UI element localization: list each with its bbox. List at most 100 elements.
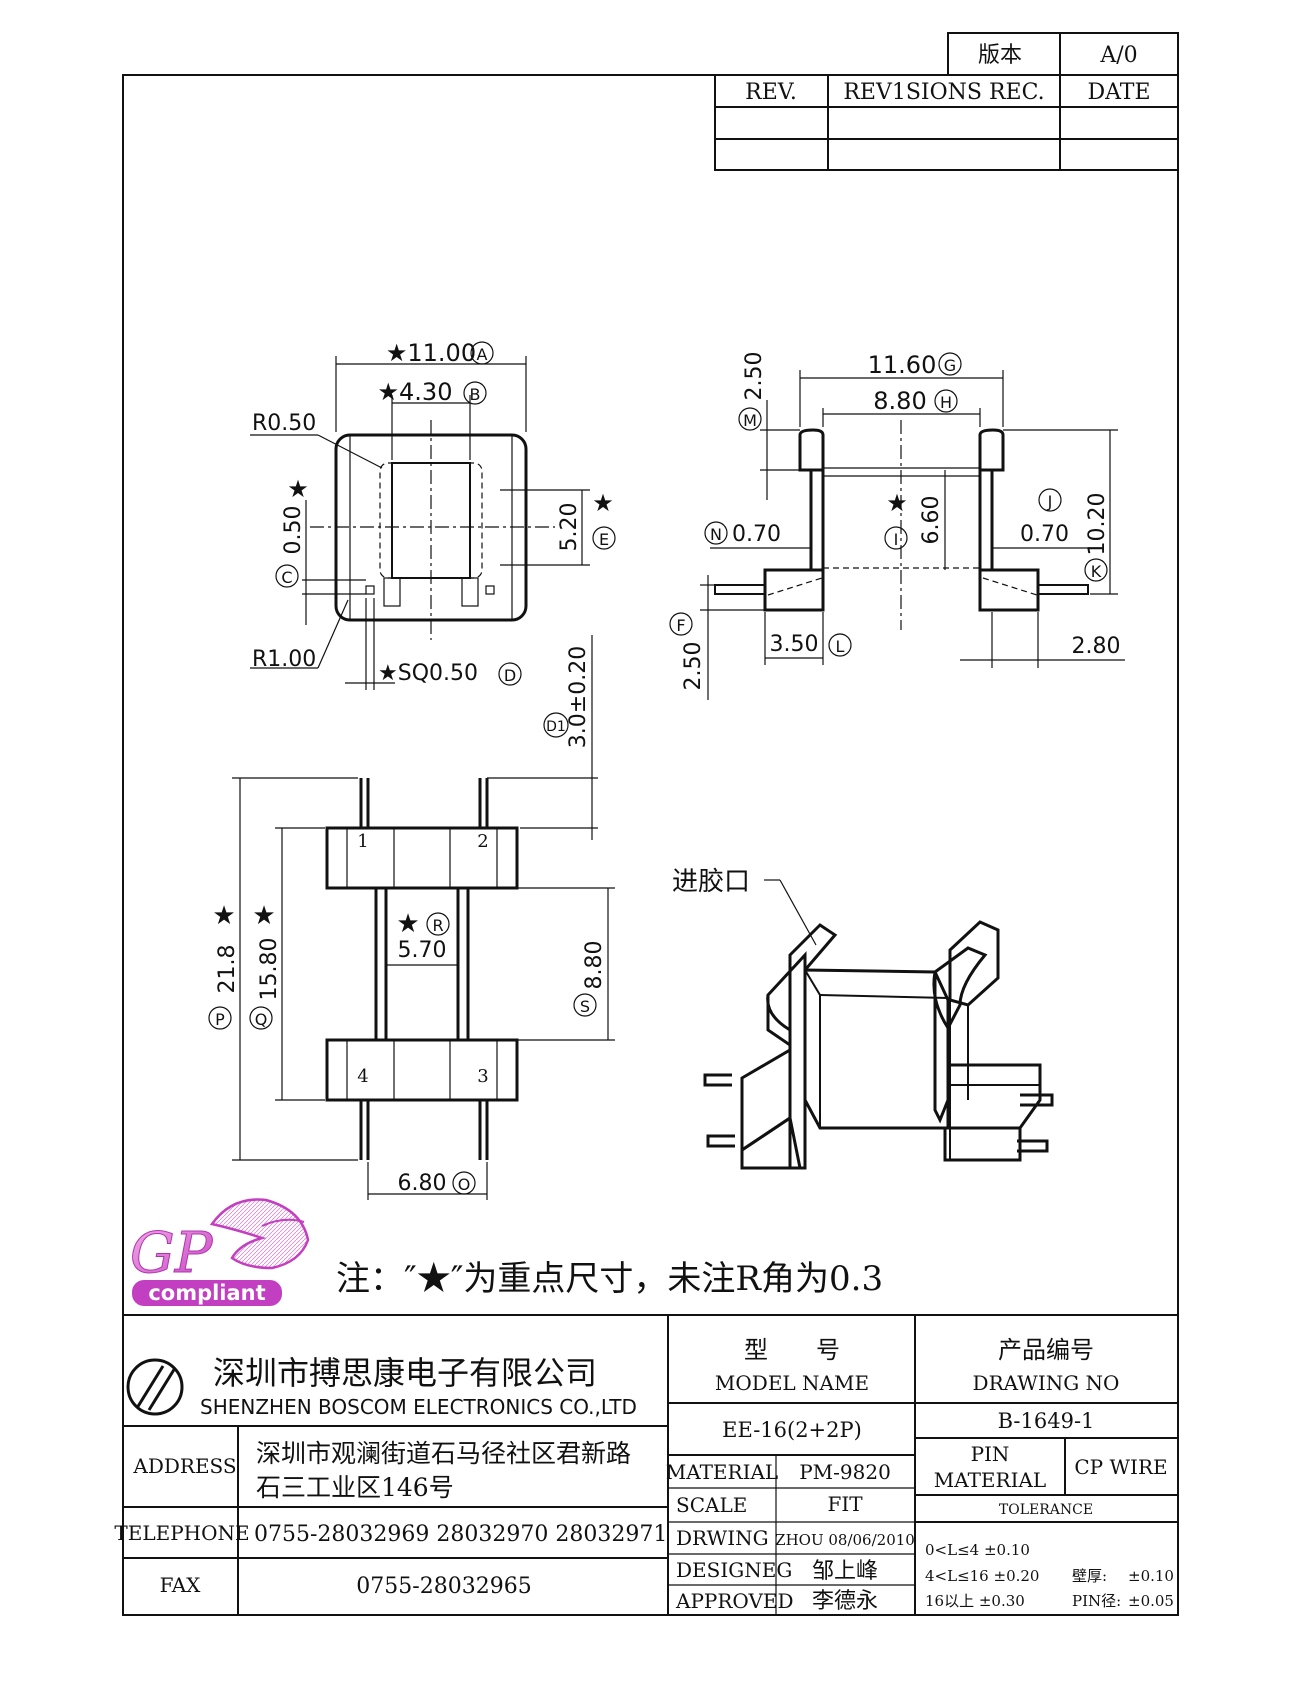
wall-value: ±0.10 xyxy=(1128,1567,1174,1585)
scale-value: FIT xyxy=(827,1492,863,1516)
bottom-view: 1 2 4 3 D1 3.0±0.20 ★ 21.8 P ★ 15.80 Q ★ xyxy=(208,635,615,1200)
wall-label: 壁厚: xyxy=(1072,1567,1107,1585)
dim-c-value: 0.50 xyxy=(281,506,306,555)
tolerance-row-3: 16以上 ±0.30 xyxy=(925,1592,1025,1610)
side-view: 11.60 G 8.80 H 2.50 M N 0.70 ★ I 6.60 J … xyxy=(669,351,1125,700)
gp-text: GP xyxy=(130,1221,214,1286)
material-label: MATERIAL xyxy=(666,1460,778,1484)
tag-n: N xyxy=(704,521,728,545)
dim-b-value: ★4.30 xyxy=(378,378,453,406)
revisions-header: REV1SIONS REC. xyxy=(843,80,1044,105)
tag-h: H xyxy=(934,389,958,413)
dim-r-value: 5.70 xyxy=(398,938,447,963)
svg-text:R: R xyxy=(432,916,443,935)
revision-box: 版本 A/0 REV. REV1SIONS REC. DATE xyxy=(714,32,1179,171)
pin-4-label: 4 xyxy=(357,1066,368,1087)
dim-c-star: ★ xyxy=(287,475,309,503)
dim-l-value: 3.50 xyxy=(770,632,819,657)
model-label-en: MODEL NAME xyxy=(715,1371,869,1395)
pin-material-value: CP WIRE xyxy=(1074,1455,1167,1479)
dim-i-value: 6.60 xyxy=(919,496,944,545)
svg-text:L: L xyxy=(836,637,845,656)
dim-d-value: ★SQ0.50 xyxy=(378,661,478,686)
pin-diameter-label: PIN径: xyxy=(1072,1592,1121,1610)
tag-c: C xyxy=(275,564,299,588)
pin-1-label: 1 xyxy=(357,831,368,852)
svg-text:D: D xyxy=(504,666,516,685)
svg-text:A: A xyxy=(477,345,488,364)
dim-a-value: ★11.00 xyxy=(386,339,476,367)
svg-text:G: G xyxy=(944,356,956,375)
gate-callout: 进胶口 xyxy=(672,867,817,946)
svg-text:I: I xyxy=(894,530,899,549)
approved-label: APPROVED xyxy=(675,1589,794,1613)
tag-s: S xyxy=(573,993,597,1017)
tag-l: L xyxy=(828,633,852,657)
address-label: ADDRESS xyxy=(132,1454,236,1478)
dim-j-value: 0.70 xyxy=(1020,522,1069,547)
dim-q-value: 15.80 xyxy=(257,938,282,1001)
company-logo xyxy=(126,1358,184,1416)
tag-j: J xyxy=(1038,488,1062,512)
tag-a: A xyxy=(470,341,494,365)
company-name-cn: 深圳市搏思康电子有限公司 xyxy=(213,1354,597,1392)
tag-q: Q xyxy=(249,1006,273,1030)
pin-3-label: 3 xyxy=(477,1066,488,1087)
tag-r: R xyxy=(426,912,450,936)
tag-g: G xyxy=(938,352,962,376)
dim-f-value: 2.50 xyxy=(681,642,706,691)
dim-e-value: 5.20 xyxy=(557,503,582,552)
tag-o: O xyxy=(452,1171,476,1195)
tag-e: E xyxy=(592,526,616,550)
date-header: DATE xyxy=(1087,80,1150,105)
tag-p: P xyxy=(208,1006,232,1030)
designed-label: DESIGNEG xyxy=(676,1558,792,1582)
dim-i-star: ★ xyxy=(886,489,908,517)
version-value: A/0 xyxy=(1099,43,1137,68)
address-line-1: 深圳市观澜街道石马径社区君新路 xyxy=(256,1439,631,1468)
dim-e-star: ★ xyxy=(592,489,614,517)
dim-d1-value: 3.0±0.20 xyxy=(566,646,591,748)
tag-f: F xyxy=(669,612,693,636)
svg-text:N: N xyxy=(710,525,722,544)
svg-text:H: H xyxy=(940,393,952,412)
scale-label: SCALE xyxy=(676,1493,747,1517)
dim-280-value: 2.80 xyxy=(1072,634,1121,659)
tolerance-label: TOLERANCE xyxy=(999,1502,1093,1518)
telephone-value: 0755-28032969 28032970 28032971 xyxy=(254,1522,667,1547)
drawing-border xyxy=(122,74,1179,1616)
drawing-label-en: DRAWING NO xyxy=(973,1371,1120,1395)
material-value: PM-9820 xyxy=(799,1460,891,1484)
dim-p-value: 21.8 xyxy=(215,945,240,994)
tolerance-row-1: 0<L≤4 ±0.10 xyxy=(925,1541,1030,1559)
dim-q-star: ★ xyxy=(252,901,275,931)
drawing-by-value: ZHOU 08/06/2010 xyxy=(775,1531,915,1549)
dim-r100-value: R1.00 xyxy=(252,647,316,672)
dim-m-value: 2.50 xyxy=(742,352,767,401)
pin-diameter-value: ±0.05 xyxy=(1128,1592,1174,1610)
designed-value: 邹上峰 xyxy=(812,1559,878,1584)
pin-material-label-2: MATERIAL xyxy=(934,1468,1046,1492)
dim-o-value: 6.80 xyxy=(398,1171,447,1196)
fax-label: FAX xyxy=(160,1573,202,1597)
tolerance-row-2: 4<L≤16 ±0.20 xyxy=(925,1567,1039,1585)
tag-i: I xyxy=(884,526,908,550)
tag-d: D xyxy=(498,662,522,686)
svg-text:M: M xyxy=(743,411,757,430)
fax-value: 0755-28032965 xyxy=(356,1574,531,1599)
dim-k-value: 10.20 xyxy=(1085,493,1110,556)
compliant-text: compliant xyxy=(148,1281,265,1305)
dim-r-star: ★ xyxy=(396,909,419,939)
svg-text:Q: Q xyxy=(255,1010,268,1029)
dim-h-value: 8.80 xyxy=(873,387,926,415)
version-label: 版本 xyxy=(978,43,1022,68)
dim-p-star: ★ xyxy=(212,901,235,931)
drawing-by-label: DRWING xyxy=(676,1526,769,1550)
telephone-label: TELEPHONE xyxy=(114,1521,249,1545)
dim-g-value: 11.60 xyxy=(868,351,937,379)
drawing-label-cn: 产品编号 xyxy=(998,1336,1094,1364)
svg-text:P: P xyxy=(215,1010,225,1029)
model-value: EE-16(2+2P) xyxy=(722,1418,862,1442)
rev-header: REV. xyxy=(745,80,797,105)
tag-d1: D1 xyxy=(543,712,569,738)
